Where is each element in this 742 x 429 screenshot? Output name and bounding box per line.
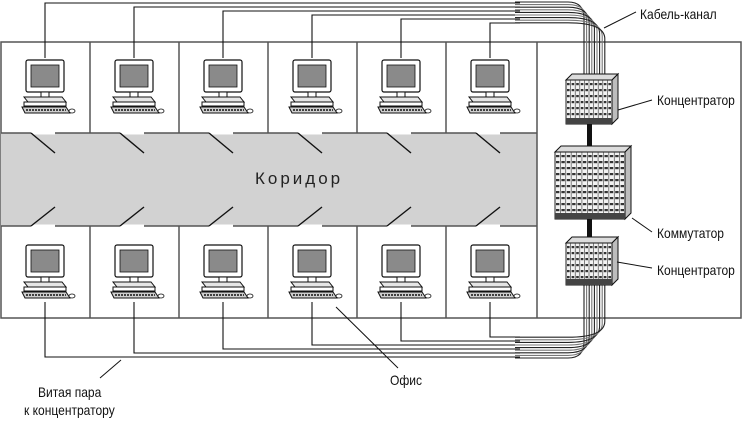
door-south bbox=[30, 206, 56, 227]
door-north bbox=[208, 132, 234, 154]
door-north bbox=[30, 132, 56, 154]
label-twisted-pair-line1: Витая пара bbox=[38, 384, 102, 400]
cable-south bbox=[44, 302, 520, 358]
cable-north bbox=[400, 18, 520, 58]
office-doors bbox=[30, 131, 501, 228]
label-twisted-pair-line2: к концентратору bbox=[24, 402, 115, 418]
label-office: Офис bbox=[390, 372, 423, 388]
door-south bbox=[386, 206, 412, 227]
cable-channel-top bbox=[515, 1, 606, 78]
leader-hub-bottom bbox=[616, 261, 653, 269]
leader-office bbox=[335, 306, 399, 369]
cable-south bbox=[133, 302, 520, 354]
uplink-bottom bbox=[587, 219, 592, 237]
door-north bbox=[297, 132, 323, 154]
cable-north bbox=[44, 2, 520, 58]
label-hub-bottom: Концентратор bbox=[657, 262, 735, 278]
hub-top-icon bbox=[564, 72, 620, 126]
label-cable-channel: Кабель-канал bbox=[640, 6, 717, 22]
label-corridor: Коридор bbox=[255, 169, 344, 188]
hub-bottom-icon bbox=[564, 235, 620, 287]
leader-twisted-pair bbox=[99, 359, 122, 379]
label-switch: Коммутатор bbox=[657, 225, 725, 241]
office-walls bbox=[89, 42, 447, 318]
cable-north bbox=[311, 14, 520, 58]
label-hub-top: Концентратор bbox=[657, 92, 735, 108]
corridor bbox=[1, 133, 537, 226]
door-south bbox=[208, 206, 234, 227]
cable-south bbox=[222, 302, 520, 350]
cable-north bbox=[489, 22, 520, 58]
uplink-top bbox=[587, 124, 592, 146]
door-south bbox=[297, 206, 323, 227]
cable-south bbox=[489, 302, 520, 338]
cable-north bbox=[133, 6, 520, 58]
leader-hub-top bbox=[617, 99, 653, 111]
door-north bbox=[475, 132, 501, 154]
cable-north bbox=[222, 10, 520, 58]
door-south bbox=[475, 206, 501, 227]
door-north bbox=[386, 132, 412, 154]
leader-cable-channel bbox=[603, 11, 637, 29]
door-north bbox=[119, 132, 145, 154]
door-south bbox=[119, 206, 145, 227]
switch-icon bbox=[553, 144, 633, 221]
twisted-pair-cables bbox=[44, 2, 520, 358]
cable-south bbox=[400, 302, 520, 342]
leader-switch bbox=[631, 217, 653, 233]
cable-channel-bottom bbox=[515, 284, 606, 359]
cable-south bbox=[311, 302, 520, 346]
